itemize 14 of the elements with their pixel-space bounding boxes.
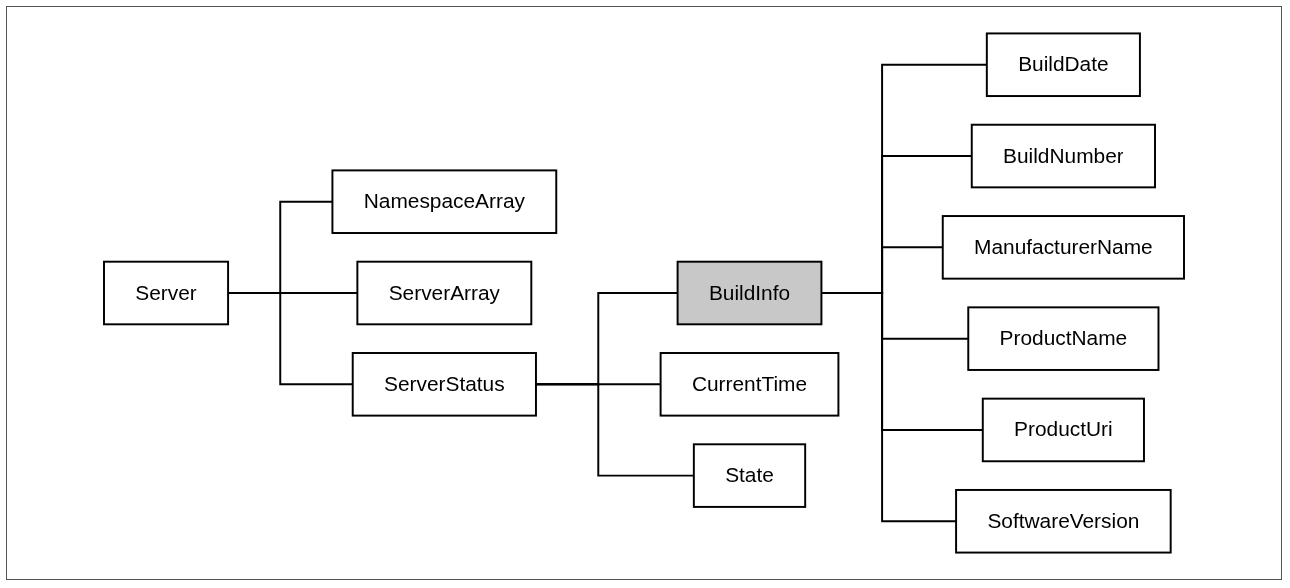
node-box: ServerArray [356,260,533,326]
node-box: CurrentTime [659,352,840,417]
node-box: BuildDate [985,32,1141,98]
node-box: BuildNumber [970,123,1156,189]
node-box: ManufacturerName [941,215,1185,280]
node-box: BuildInfo [676,260,823,326]
node-box: State [692,443,807,508]
connector [227,292,354,386]
node-box: Server [103,260,230,326]
node-box: SoftwareVersion [955,488,1172,554]
node-box: ServerStatus [351,352,537,417]
node-box: NamespaceArray [331,169,558,234]
node-box: ProductUri [981,397,1145,463]
node-box: ProductName [967,306,1160,371]
